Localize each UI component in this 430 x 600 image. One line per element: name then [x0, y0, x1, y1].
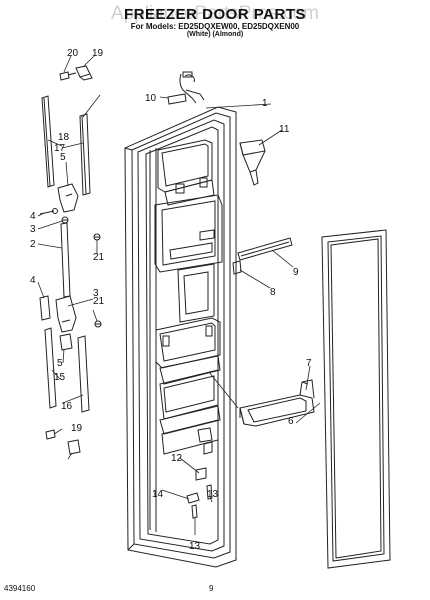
part-14-cam [186, 492, 200, 504]
callout-18: 18 [58, 132, 70, 143]
model-numbers: For Models: ED25DQXEW00, ED25DQXEN00 [130, 22, 300, 31]
callout-16: 16 [61, 401, 73, 412]
callout-5: 5 [60, 152, 66, 163]
part-16-strip [77, 335, 90, 413]
callout-15: 15 [54, 372, 66, 383]
callout-21: 21 [93, 252, 105, 263]
callout-7: 7 [306, 358, 312, 369]
part-21-screw-lower [94, 320, 102, 328]
part-4-screw-upper [39, 208, 58, 215]
callout-6: 6 [288, 416, 294, 427]
part-4-screw-lower [39, 295, 51, 321]
part-3-lower-hinge [55, 295, 77, 333]
part-15-strip [44, 327, 57, 409]
callout-12: 12 [171, 453, 183, 464]
part-13-screw-lower [191, 504, 198, 519]
callout-numbers: 1 2 3 3 4 4 5 5 6 7 8 9 10 11 12 13 13 1… [30, 48, 312, 552]
callout-11: 11 [279, 124, 290, 135]
callout-13b: 13 [189, 541, 201, 552]
document-number: 4394160 [4, 584, 36, 593]
part-2-rod [60, 222, 71, 298]
callout-10: 10 [145, 93, 157, 104]
dispenser-housing [154, 194, 223, 323]
callout-5b: 5 [57, 358, 63, 369]
part-18-strip [79, 113, 91, 196]
part-5-bracket-lower [59, 333, 73, 351]
callout-1: 1 [262, 98, 268, 109]
part-12-bracket [195, 467, 207, 481]
part-21-screw-upper [93, 233, 101, 241]
part-5-upper-hinge [57, 183, 79, 213]
part-17-strip [41, 95, 55, 188]
leader-lines [37, 55, 321, 535]
callout-13: 13 [207, 489, 219, 500]
callout-8: 8 [270, 287, 276, 298]
part-11-ice-chute [239, 139, 266, 186]
callout-20: 20 [67, 48, 79, 59]
part-6-door-bucket [239, 379, 315, 427]
part-1-wire-harness [179, 71, 205, 104]
upper-shelf-frame [157, 139, 215, 206]
page-title: FREEZER DOOR PARTS [123, 6, 307, 23]
part-19-bottom-cap [67, 439, 81, 455]
part-20-screw [59, 71, 77, 81]
callout-9: 9 [293, 267, 299, 278]
callout-3b: 3 [93, 288, 99, 299]
callout-19b: 19 [71, 423, 83, 434]
door-gasket [321, 229, 391, 569]
callout-3: 3 [30, 224, 36, 235]
callout-14: 14 [152, 489, 164, 500]
callout-2: 2 [30, 239, 36, 250]
freezer-door-panel [124, 106, 237, 568]
watermark-text: AppliancePartsPros.com [110, 3, 320, 24]
part-13-screw-upper [206, 484, 213, 500]
part-19-top-cap [75, 65, 93, 81]
callout-21b: 21 [93, 296, 105, 307]
part-10-label [167, 93, 187, 105]
middle-door-shelf [155, 317, 221, 369]
callout-17: 17 [54, 143, 66, 154]
page-number: 9 [209, 584, 214, 593]
lower-door-shelves [159, 355, 221, 455]
door-bottom-bracket [197, 427, 213, 455]
color-variants: (White) (Almond) [186, 31, 244, 38]
part-20-screw-bottom [45, 429, 56, 440]
part-9-trim-strip [237, 237, 293, 261]
part-3-bushing-upper [61, 216, 69, 224]
part-8-clip [232, 260, 242, 275]
callout-19: 19 [92, 48, 104, 59]
callout-4b: 4 [30, 275, 36, 286]
callout-4: 4 [30, 211, 36, 222]
